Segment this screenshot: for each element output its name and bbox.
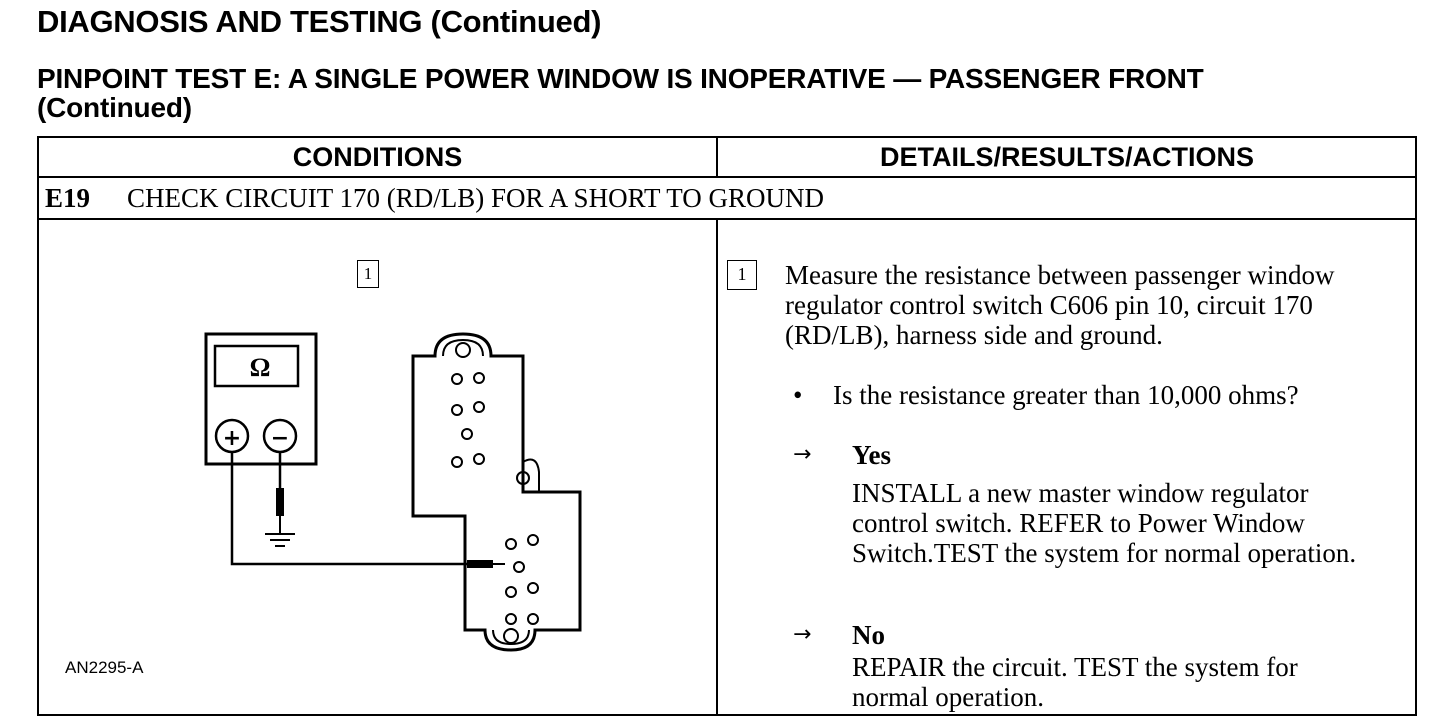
question-text: Is the resistance greater than 10,000 oh…: [833, 380, 1299, 410]
conditions-diagram: 1: [39, 222, 716, 716]
yes-line-1: INSTALL a new master window regulator: [852, 478, 1309, 508]
probe-tip: [467, 560, 493, 568]
test-table: CONDITIONS DETAILS/RESULTS/ACTIONS E19 C…: [37, 136, 1417, 716]
step-id: E19: [45, 183, 91, 213]
yes-label: Yes: [852, 440, 891, 470]
connector-pins: [451, 372, 539, 625]
instruction-line-1: Measure the resistance between passenger…: [785, 260, 1335, 290]
minus-sign: −: [271, 426, 289, 451]
arrow-right-icon: →: [793, 442, 812, 467]
ohmmeter-connector-diagram: Ω + −: [204, 332, 582, 652]
instruction-line-3: (RD/LB), harness side and ground.: [785, 320, 1163, 350]
page-title: DIAGNOSIS AND TESTING (Continued): [37, 4, 602, 39]
conditions-header: CONDITIONS: [292, 142, 463, 172]
ohm-symbol: Ω: [250, 353, 271, 382]
diagram-callout-box: 1: [357, 260, 379, 288]
ohmmeter-body: [204, 332, 318, 466]
header-divider: [716, 138, 718, 178]
ground-probe: [276, 488, 284, 516]
pinpoint-test-title-line1: PINPOINT TEST E: A SINGLE POWER WINDOW I…: [37, 63, 1204, 94]
no-line-2: normal operation.: [852, 682, 1044, 712]
details-cell: 1 Measure the resistance between passeng…: [719, 222, 1417, 716]
plus-sign: +: [223, 426, 241, 451]
table-header-row: CONDITIONS DETAILS/RESULTS/ACTIONS: [39, 138, 1415, 178]
positive-lead: [230, 452, 469, 566]
details-header: DETAILS/RESULTS/ACTIONS: [879, 142, 1254, 172]
body-divider: [716, 220, 718, 716]
details-callout-box: 1: [727, 260, 757, 290]
yes-line-2: control switch. REFER to Power Window: [852, 508, 1305, 538]
arrow-right-icon: →: [793, 622, 812, 647]
figure-id: AN2295-A: [65, 658, 144, 677]
no-line-1: REPAIR the circuit. TEST the system for: [852, 652, 1298, 682]
step-row: E19 CHECK CIRCUIT 170 (RD/LB) FOR A SHOR…: [39, 178, 1415, 220]
ohmmeter-display: [213, 344, 300, 388]
bullet-icon: •: [793, 380, 803, 410]
connector-c606: [411, 332, 582, 652]
instruction-line-2: regulator control switch C606 pin 10, ci…: [785, 290, 1313, 320]
pinpoint-test-title: PINPOINT TEST E: A SINGLE POWER WINDOW I…: [37, 64, 1204, 122]
yes-line-3: Switch.TEST the system for normal operat…: [852, 538, 1357, 568]
no-label: No: [852, 620, 885, 650]
pinpoint-test-title-line2: (Continued): [37, 92, 192, 123]
step-title: CHECK CIRCUIT 170 (RD/LB) FOR A SHORT TO…: [127, 183, 824, 213]
